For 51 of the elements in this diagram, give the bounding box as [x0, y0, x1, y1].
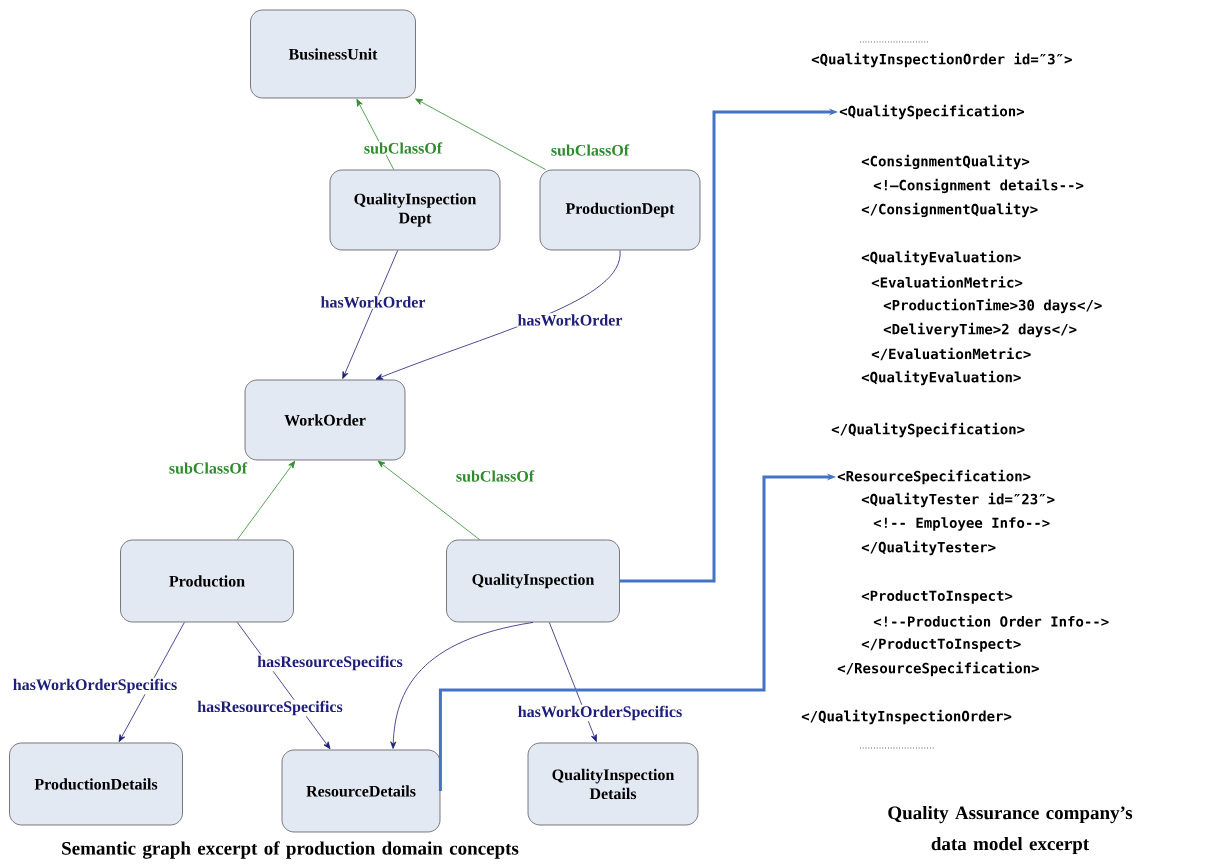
concept-box: Production [120, 539, 294, 623]
xml-line: </ConsignmentQuality> [861, 202, 1038, 218]
xml-line: <DeliveryTime>2 days</> [883, 322, 1077, 338]
edge-label: subClassOf [362, 141, 444, 155]
concept-box: WorkOrder [244, 379, 406, 461]
xml-line: </EvaluationMetric> [871, 347, 1031, 361]
concept-box: ProductionDetails [9, 742, 183, 826]
edge-label: hasWorkOrder [516, 313, 624, 327]
edge-label: hasWorkOrder [319, 295, 427, 309]
edge-label: hasResourceSpecifics [196, 699, 344, 717]
arrow [342, 250, 399, 379]
arrow [390, 622, 534, 749]
concept-box: BusinessUnit [250, 9, 416, 99]
concept-box: ResourceDetails [281, 749, 441, 833]
arrow [377, 460, 480, 540]
xml-line: <!--Production Order Info--> [873, 615, 1109, 627]
xml-line: <ResourceSpecification> [837, 469, 1031, 485]
concept-box: QualityInspection [446, 539, 620, 623]
xml-line: </ProductToInspect> [861, 638, 1021, 652]
arrow [118, 622, 185, 743]
arrow [236, 460, 296, 540]
xml-line: <ConsignmentQuality> [861, 154, 1030, 170]
xml-line: <!-- Employee Info--> [873, 517, 1050, 531]
xml-line: <!—Consignment details--> [873, 178, 1084, 194]
xml-line: <QualitySpecification> [839, 104, 1024, 120]
xml-line: <ProductToInspect> [861, 590, 1013, 604]
arrow [375, 250, 621, 380]
concept-box: QualityInspection Details [527, 742, 699, 826]
arrow [356, 98, 395, 170]
edge-label: subClassOf [454, 469, 536, 483]
concept-box: ProductionDept [539, 169, 701, 251]
xml-line: <QualityEvaluation> [861, 370, 1021, 386]
caption: Semantic graph excerpt of production domain concepts [62, 841, 519, 859]
xml-line: </QualitySpecification> [831, 422, 1025, 438]
xml-line: <QualityTester id=″23″> [861, 492, 1055, 508]
xml-line: </ResourceSpecification> [837, 661, 1039, 677]
xml-line: </QualityInspectionOrder> [801, 709, 1012, 725]
xml-line: <ProductionTime>30 days</> [883, 298, 1102, 314]
edge-label: hasWorkOrderSpecifics [516, 704, 684, 722]
concept-box: QualityInspection Dept [329, 169, 501, 251]
caption: Quality Assurance company’s data model excerpt [888, 805, 1133, 855]
xml-line: <EvaluationMetric> [871, 276, 1023, 288]
edge-label: subClassOf [167, 461, 249, 475]
xml-line: <QualityInspectionOrder id=″3″> [811, 52, 1072, 68]
arrow [548, 622, 597, 742]
arrow [415, 98, 547, 170]
xml-line: <QualityEvaluation> [861, 250, 1021, 266]
edge-label: subClassOf [549, 143, 631, 157]
edge-label: hasWorkOrderSpecifics [11, 677, 179, 695]
xml-line: </QualityTester> [861, 540, 996, 556]
edge-label: hasResourceSpecifics [256, 654, 404, 672]
